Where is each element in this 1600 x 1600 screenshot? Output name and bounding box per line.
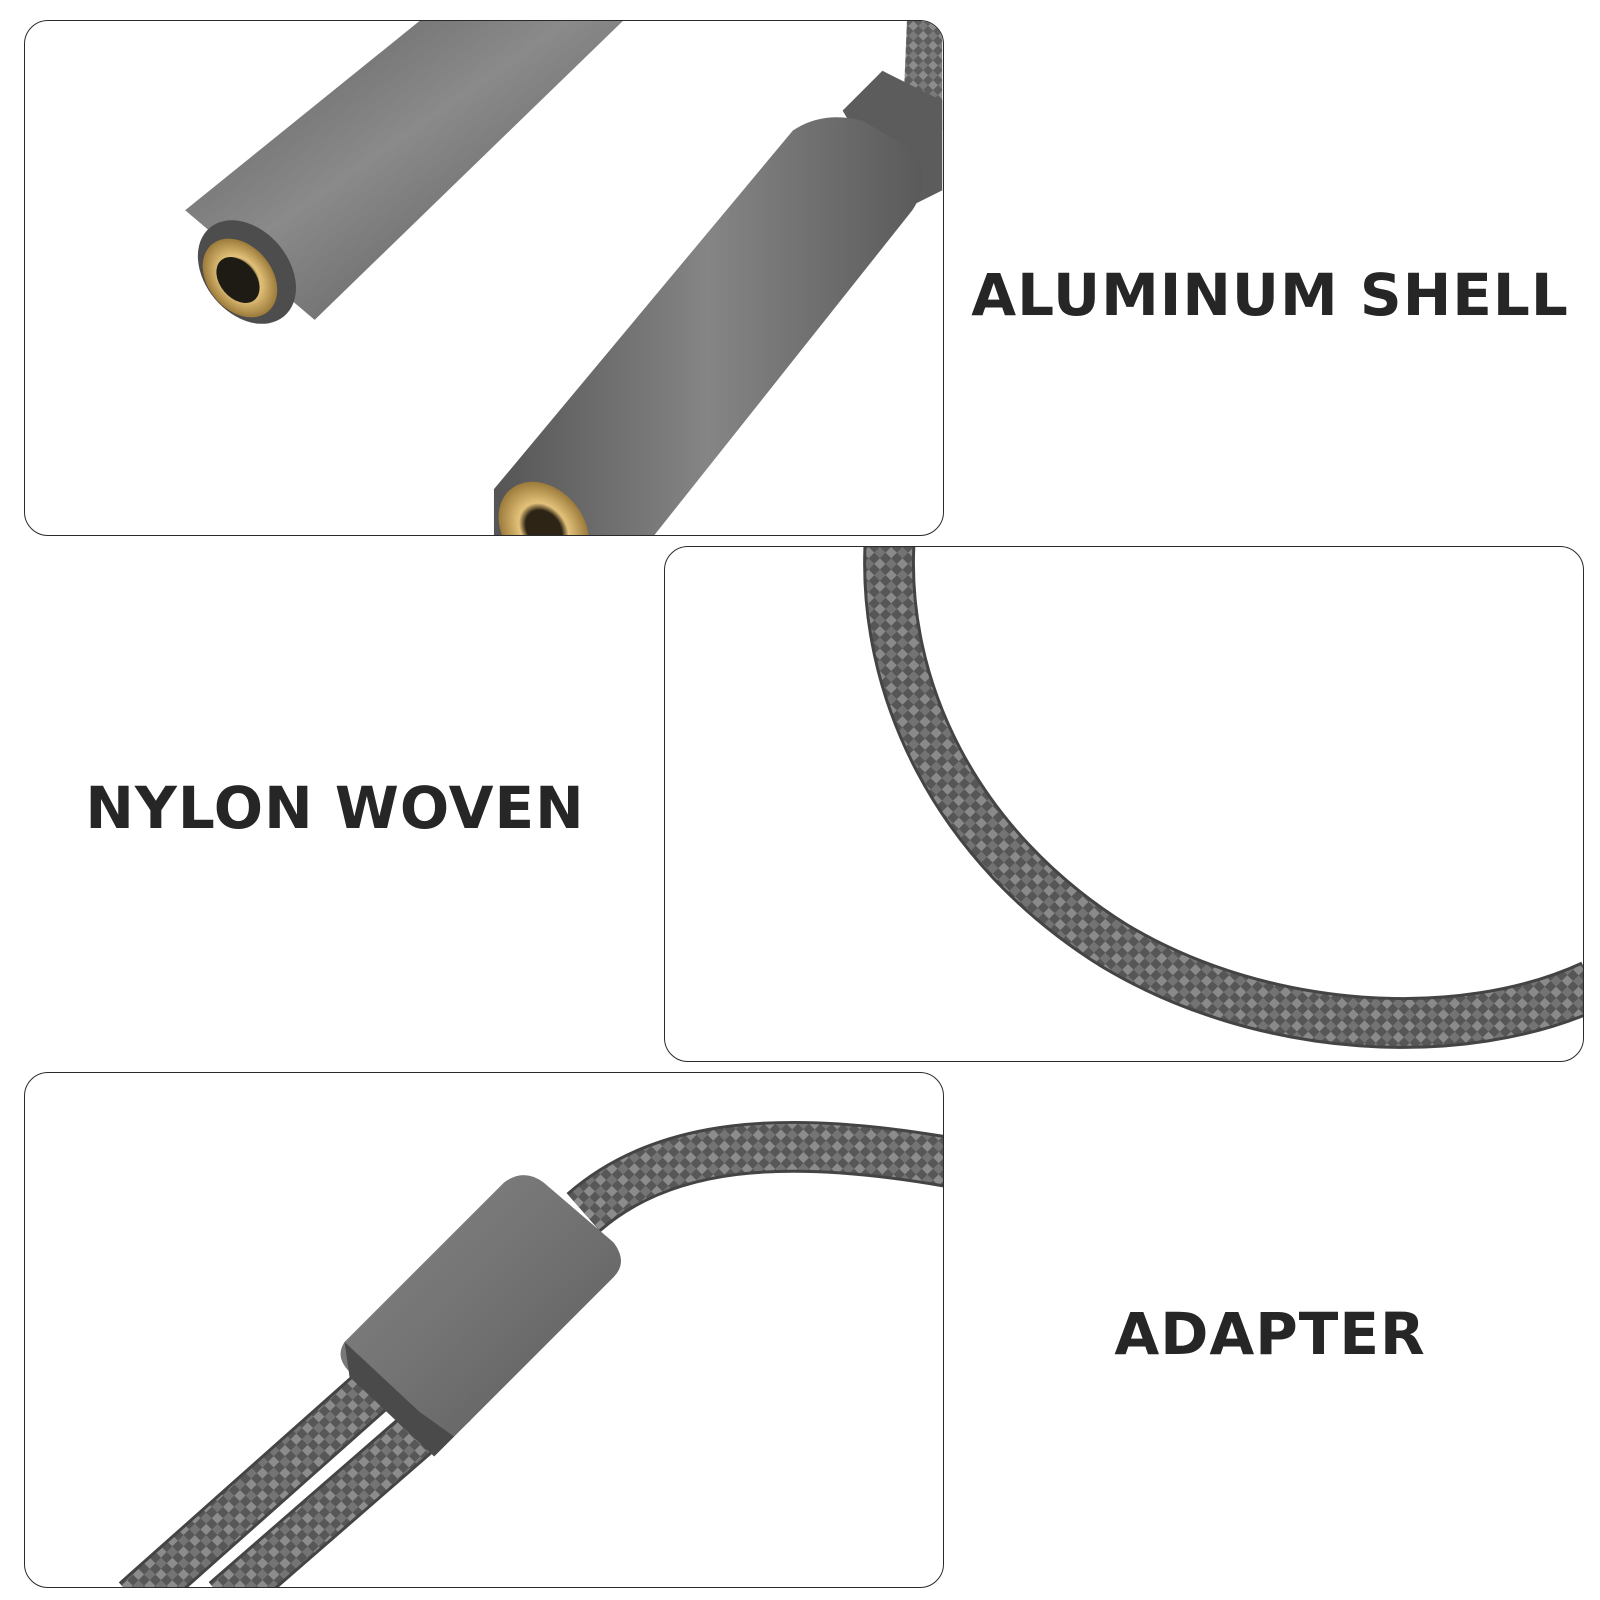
caption-aluminum-shell: ALUMINUM SHELL bbox=[971, 261, 1569, 329]
y-splitter-illustration bbox=[118, 1120, 943, 1587]
aluminum-jack-illustration bbox=[185, 21, 943, 535]
feature-image-aluminum-shell bbox=[24, 20, 944, 536]
caption-adapter: ADAPTER bbox=[1114, 1300, 1426, 1368]
feature-image-adapter bbox=[24, 1072, 944, 1588]
braided-cable bbox=[866, 547, 1583, 1046]
braided-cable-illustration bbox=[863, 547, 1583, 1049]
feature-image-nylon-woven bbox=[664, 546, 1584, 1062]
cable-in bbox=[568, 1123, 943, 1230]
caption-nylon-woven: NYLON WOVEN bbox=[85, 774, 585, 842]
splitter-housing bbox=[340, 1175, 621, 1457]
jack-housing-left bbox=[185, 21, 623, 324]
cable-out-left bbox=[120, 1345, 419, 1587]
jack-housing-right bbox=[493, 117, 923, 535]
